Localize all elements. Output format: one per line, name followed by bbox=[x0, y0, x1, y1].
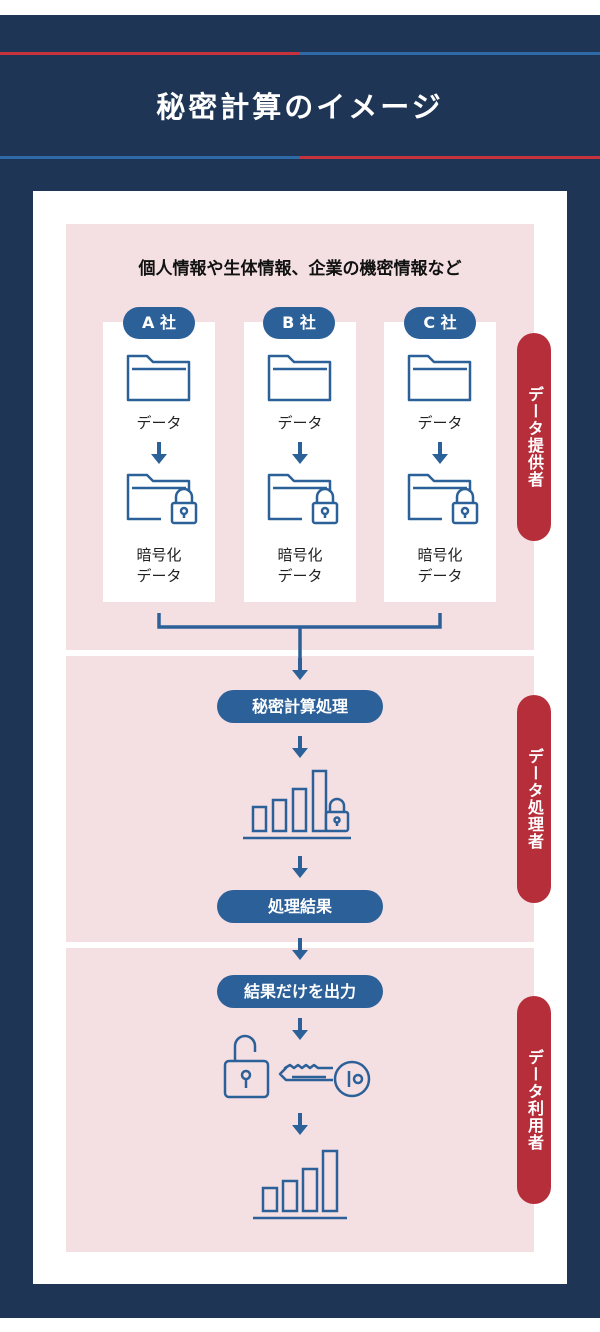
arrow-down-icon bbox=[292, 1113, 308, 1135]
arrow-down-icon bbox=[292, 938, 308, 960]
role-data-user: データ利用者 bbox=[517, 996, 551, 1204]
encrypted-label-line: 暗号化 bbox=[417, 546, 463, 564]
data-label: データ bbox=[136, 414, 182, 432]
data-label: データ bbox=[417, 414, 463, 432]
encrypted-label-line: データ bbox=[136, 567, 182, 585]
encrypted-label: 暗号化データ bbox=[244, 545, 356, 587]
arrow-down-icon bbox=[292, 856, 308, 878]
divider bbox=[300, 52, 600, 55]
folder-icon bbox=[126, 354, 472, 402]
step-result: 処理結果 bbox=[217, 890, 383, 923]
encrypted-label: 暗号化データ bbox=[384, 545, 496, 587]
encrypted-folder-icon bbox=[126, 473, 479, 525]
role-data-processor: データ処理者 bbox=[517, 695, 551, 903]
role-data-provider: データ提供者 bbox=[517, 333, 551, 541]
arrow-down-icon bbox=[292, 736, 308, 758]
encrypted-label: 暗号化データ bbox=[103, 545, 215, 587]
step-output-only: 結果だけを出力 bbox=[217, 975, 383, 1008]
arrow-down-icon bbox=[292, 1018, 308, 1040]
bar-chart-icon bbox=[253, 1149, 347, 1220]
divider bbox=[0, 156, 300, 159]
data-label: データ bbox=[277, 414, 323, 432]
arrow-down-icon bbox=[292, 658, 308, 680]
encrypted-label-line: 暗号化 bbox=[277, 546, 323, 564]
divider bbox=[0, 52, 300, 55]
encrypted-label-line: データ bbox=[277, 567, 323, 585]
key-icon bbox=[278, 1060, 371, 1098]
encrypted-label-line: データ bbox=[417, 567, 463, 585]
unlocked-padlock-icon bbox=[223, 1034, 270, 1099]
page-title: 秘密計算のイメージ bbox=[156, 90, 444, 124]
locked-chart-icon bbox=[243, 769, 351, 840]
step-secure-computation: 秘密計算処理 bbox=[217, 690, 383, 723]
intro-text: 個人情報や生体情報、企業の機密情報など bbox=[138, 259, 462, 279]
company-badge: A 社 bbox=[123, 307, 195, 339]
encrypted-label-line: 暗号化 bbox=[136, 546, 182, 564]
divider bbox=[300, 156, 600, 159]
company-badge: B 社 bbox=[263, 307, 335, 339]
arrow-down-icon bbox=[151, 442, 448, 464]
company-badge: C 社 bbox=[404, 307, 476, 339]
